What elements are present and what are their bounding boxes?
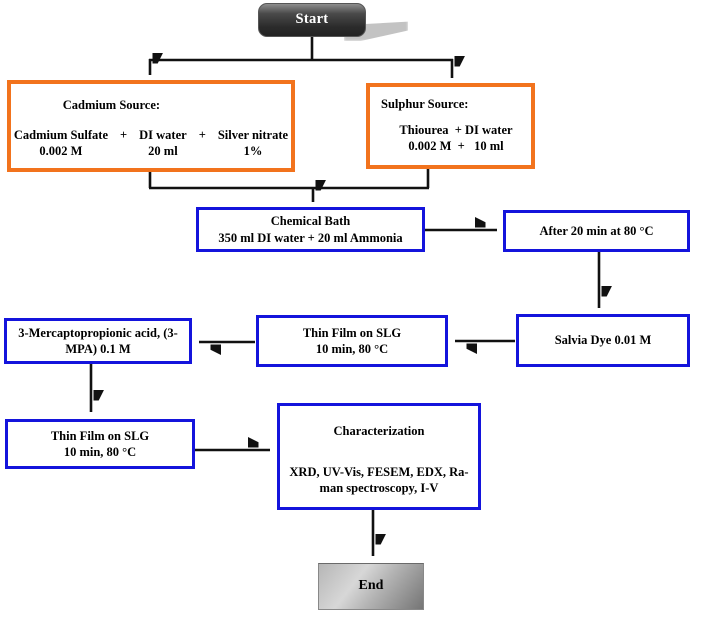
silver-nitrate-label: Silver nitrate [217,127,289,142]
node-cadmium-source: Cadmium Source: Cadmium Sulfate 0.002 M … [7,80,295,172]
cadmium-source-title: Cadmium Source: [62,98,161,112]
silver-nitrate-column: Silver nitrate 1% [218,127,288,160]
chemical-bath-title: Chemical Bath [270,214,351,228]
cadmium-sulfate-column: Cadmium Sulfate 0.002 M [14,127,108,160]
characterization-title: Characterization [333,424,425,438]
thin-film-1-title: Thin Film on SLG [302,325,402,340]
node-salvia-dye: Salvia Dye 0.01 M [516,314,690,367]
sulphur-formula-line1: Thiourea + DI water [399,122,513,137]
mpa-label-line2: MPA) 0.1 M [65,342,131,356]
node-after-20-min: After 20 min at 80 °C [503,210,690,252]
di-water-volume: 20 ml [148,144,178,158]
end-label: End [358,578,384,594]
di-water-label: DI water [139,127,187,142]
plus-sign: + [120,127,128,142]
cadmium-sulfate-concentration: 0.002 M [39,144,83,158]
plus-sign: + [198,127,206,142]
silver-nitrate-percent: 1% [243,144,263,158]
characterization-methods-line1: XRD, UV-Vis, FESEM, EDX, Ra- [289,464,469,479]
after-20-min-label: After 20 min at 80 °C [539,223,654,238]
node-thin-film-slg-1: Thin Film on SLG 10 min, 80 °C [256,315,448,367]
di-water-column: DI water 20 ml [139,127,187,160]
thin-film-1-conditions: 10 min, 80 °C [315,342,389,356]
mpa-label-line1: 3-Mercaptopropionic acid, (3- [18,325,178,340]
sulphur-source-title: Sulphur Source: [381,97,469,111]
characterization-methods-line2: man spectroscopy, I-V [319,481,439,495]
start-label: Start [295,11,329,28]
node-mpa: 3-Mercaptopropionic acid, (3- MPA) 0.1 M [4,318,192,364]
cadmium-sulfate-label: Cadmium Sulfate [13,127,109,142]
node-characterization: Characterization XRD, UV-Vis, FESEM, EDX… [277,403,481,510]
sulphur-formula: Thiourea + DI water 0.002 M + 10 ml [381,122,531,155]
node-thin-film-slg-2: Thin Film on SLG 10 min, 80 °C [5,419,195,469]
characterization-methods: XRD, UV-Vis, FESEM, EDX, Ra- man spectro… [289,464,468,497]
node-start: Start [258,3,366,37]
node-chemical-bath: Chemical Bath 350 ml DI water + 20 ml Am… [196,207,425,252]
chemical-bath-recipe: 350 ml DI water + 20 ml Ammonia [218,230,403,245]
sulphur-formula-line2: 0.002 M + 10 ml [408,139,504,153]
salvia-dye-label: Salvia Dye 0.01 M [554,333,652,348]
node-end: End [318,563,424,610]
cadmium-formula-row: Cadmium Sulfate 0.002 M + DI water 20 ml… [11,127,291,160]
thin-film-2-conditions: 10 min, 80 °C [63,445,137,459]
node-sulphur-source: Sulphur Source: Thiourea + DI water 0.00… [366,83,535,169]
thin-film-2-title: Thin Film on SLG [50,428,150,443]
